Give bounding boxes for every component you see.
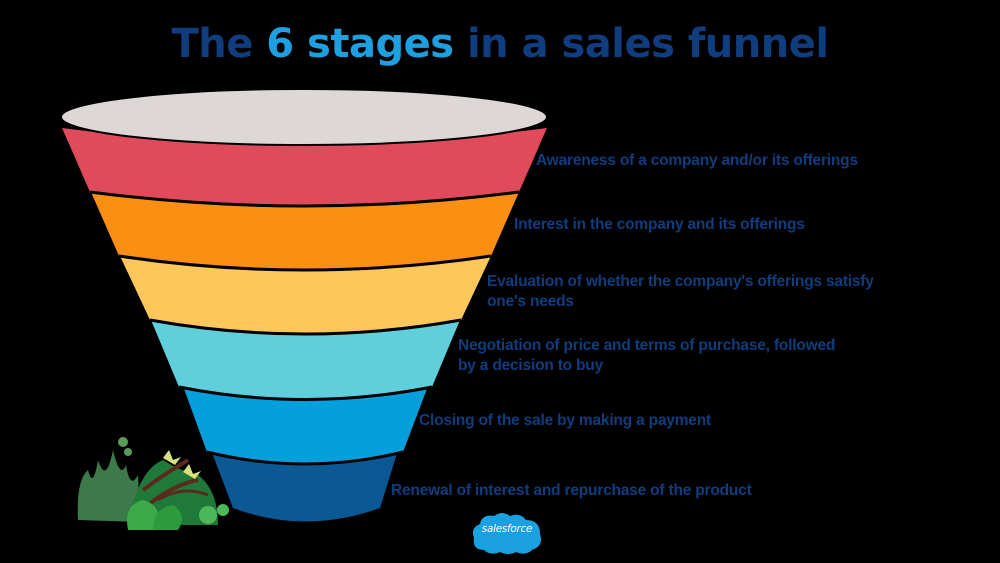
funnel-band-interest [91, 192, 519, 269]
stage-label-evaluation-line2: one's needs [487, 293, 574, 310]
stage-label-evaluation-line1: Evaluation of whether the company's offe… [487, 273, 874, 290]
stage-label-evaluation: Evaluation of whether the company's offe… [487, 272, 874, 312]
stage-label-awareness: Awareness of a company and/or its offeri… [536, 152, 858, 169]
page-title: The 6 stages in a sales funnel [0, 18, 1000, 70]
funnel-top-opening [60, 88, 548, 146]
funnel-band-closing [183, 386, 428, 463]
stage-label-negotiation: Negotiation of price and terms of purcha… [458, 336, 835, 376]
title-prefix: The [171, 21, 267, 67]
funnel-band-evaluation [120, 256, 491, 333]
salesforce-logo-text: salesforce [481, 523, 533, 535]
stage-label-negotiation-line2: by a decision to buy [458, 357, 603, 374]
salesforce-logo-icon [472, 513, 541, 554]
funnel-band-awareness [62, 128, 547, 205]
plant-decoration [77, 437, 229, 530]
title-suffix: in a sales funnel [453, 21, 829, 67]
stage-label-renewal: Renewal of interest and repurchase of th… [391, 482, 752, 499]
stage-label-interest: Interest in the company and its offering… [514, 216, 805, 233]
funnel-band-renewal [211, 450, 398, 522]
stage-label-closing: Closing of the sale by making a payment [419, 412, 711, 429]
title-highlight: 6 stages [266, 21, 454, 67]
stage-label-negotiation-line1: Negotiation of price and terms of purcha… [458, 337, 836, 354]
funnel-band-negotiation [151, 320, 460, 399]
